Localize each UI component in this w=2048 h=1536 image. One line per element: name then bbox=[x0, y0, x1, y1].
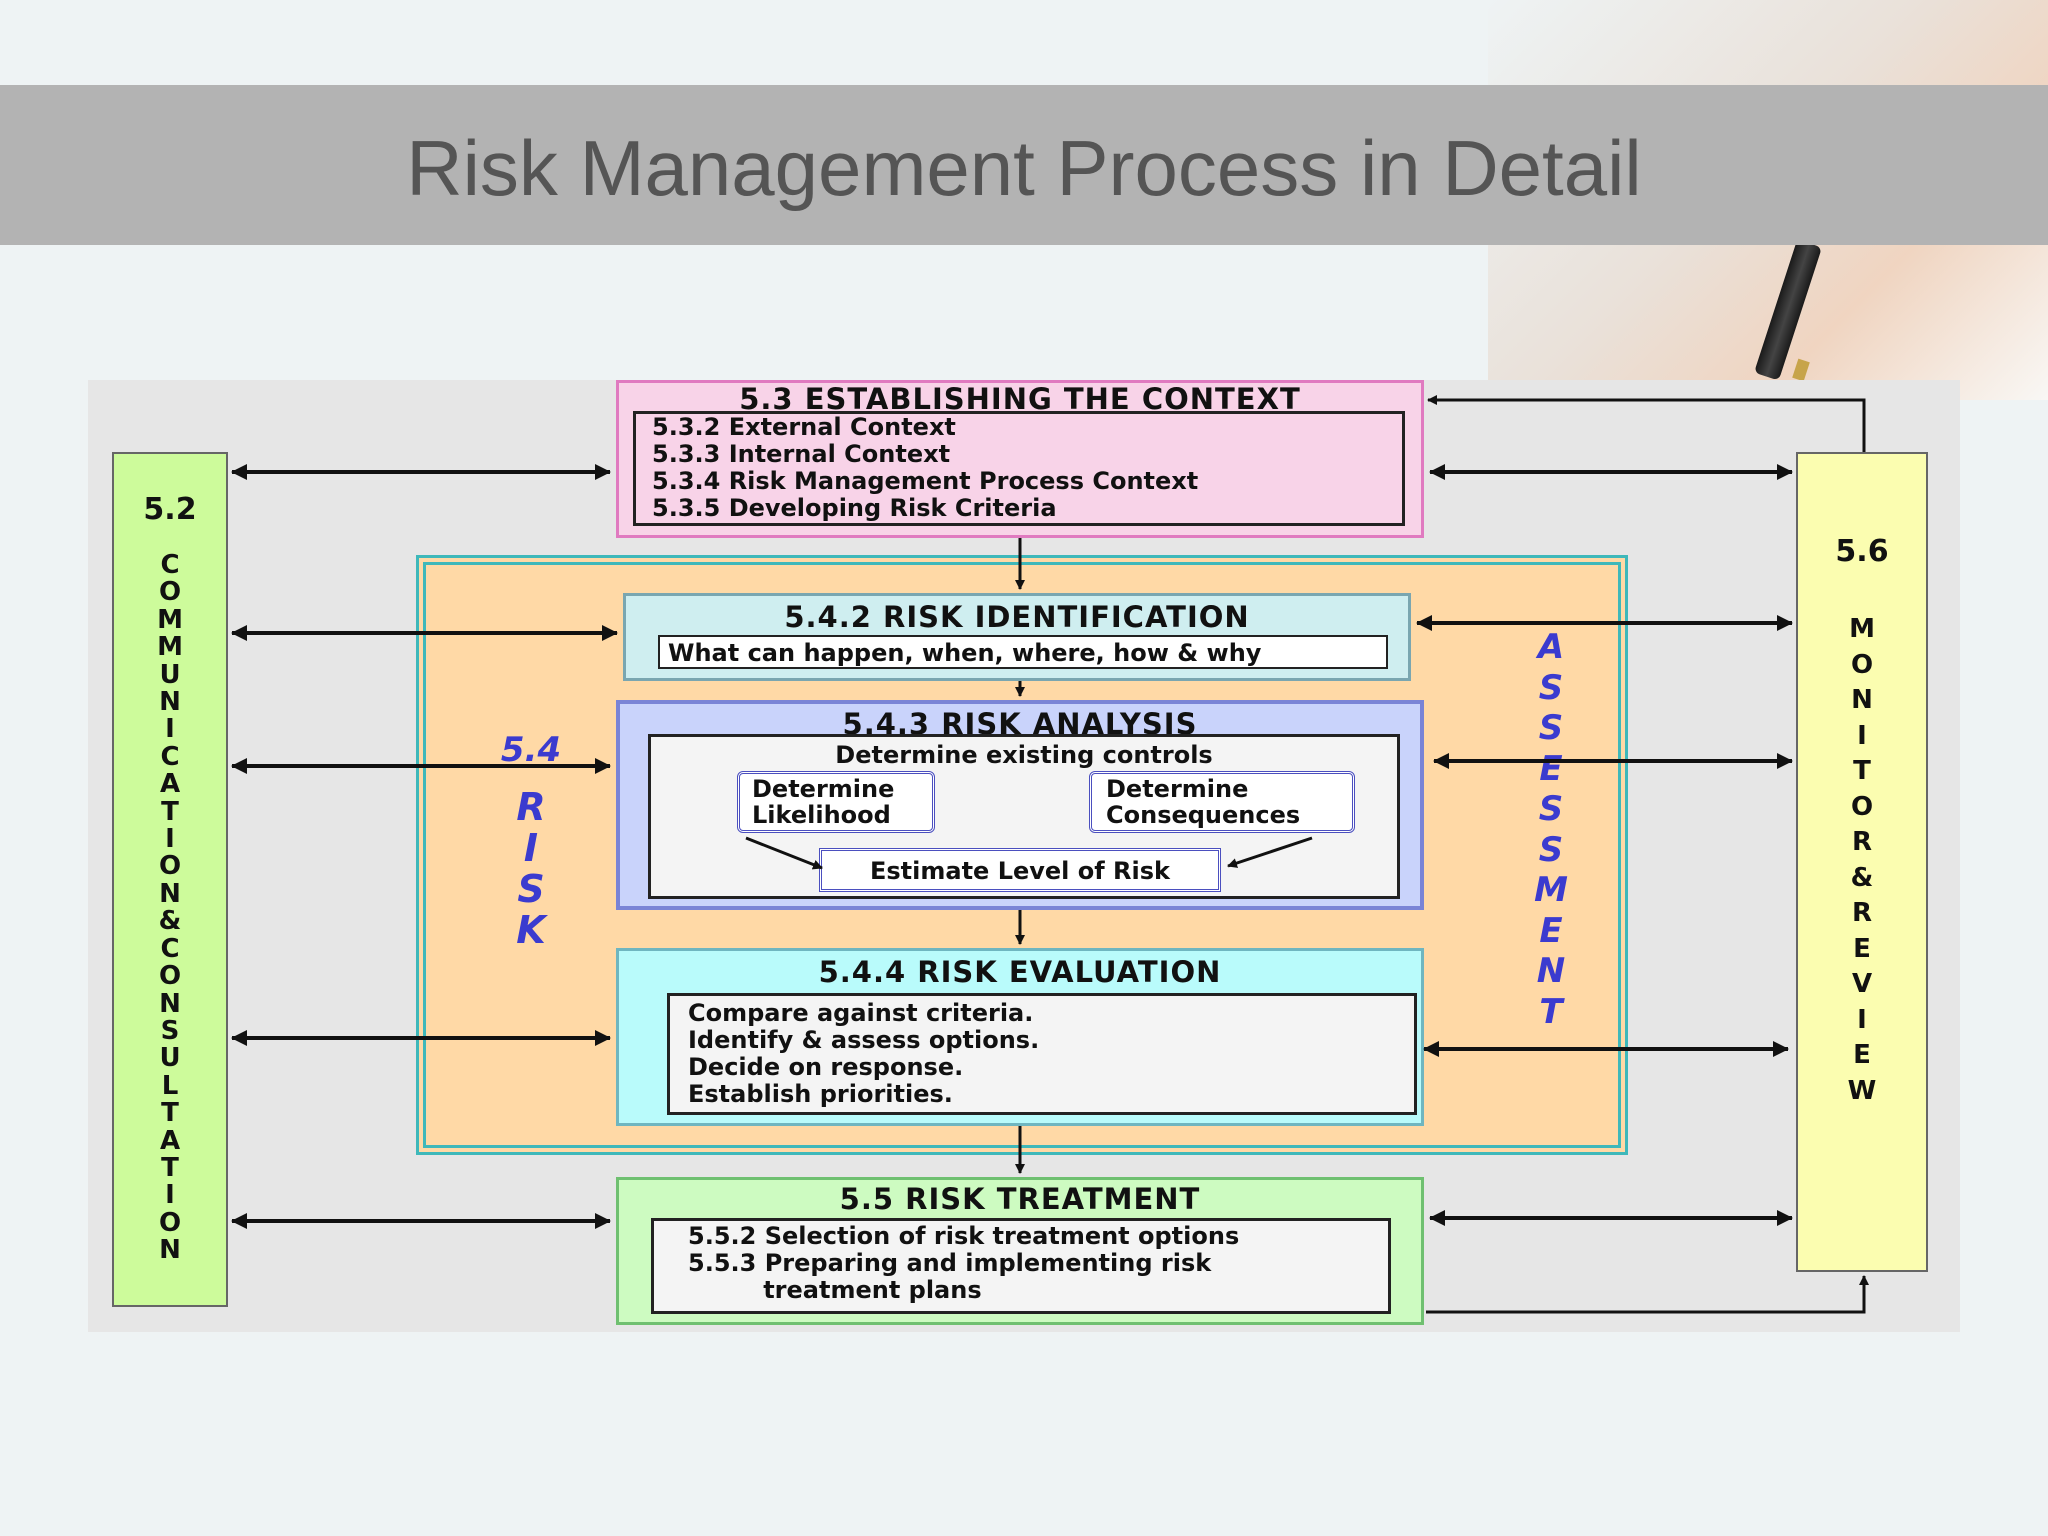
estimate-level-box: Estimate Level of Risk bbox=[819, 848, 1221, 892]
establishing-context-box: 5.3 ESTABLISHING THE CONTEXT 5.3.2 Exter… bbox=[616, 380, 1424, 538]
communication-letter: N bbox=[159, 1235, 181, 1266]
monitor-letter: V bbox=[1851, 969, 1873, 999]
communication-letter: C bbox=[160, 741, 180, 772]
communication-letter: C bbox=[160, 550, 180, 580]
monitor-letter: O bbox=[1850, 791, 1874, 822]
determine-likelihood-box: Determine Likelihood bbox=[737, 771, 935, 833]
assessment-letter: S bbox=[1538, 789, 1564, 829]
treatment-heading: 5.5 RISK TREATMENT bbox=[839, 1182, 1201, 1216]
monitor-letter: R bbox=[1851, 827, 1873, 857]
risk-treatment-box: 5.5 RISK TREATMENT 5.5.2 Selection of ri… bbox=[616, 1177, 1424, 1325]
risk-letter: S bbox=[517, 867, 545, 911]
communication-letter: O bbox=[158, 961, 182, 992]
likelihood-text: Determine Likelihood bbox=[752, 775, 895, 829]
risk-identification-box: 5.4.2 RISK IDENTIFICATION What can happe… bbox=[623, 593, 1411, 681]
assessment-letter: E bbox=[1539, 910, 1563, 951]
slide-title: Risk Management Process in Detail bbox=[406, 124, 1642, 212]
communication-letter: I bbox=[165, 824, 175, 855]
communication-letter: L bbox=[161, 1070, 179, 1101]
assessment-letter: A bbox=[1537, 627, 1565, 667]
communication-letter: N bbox=[159, 988, 181, 1019]
communication-letter: T bbox=[161, 1098, 179, 1129]
connector-arrows bbox=[231, 395, 1869, 1314]
evaluation-details: Compare against criteria. Identify & ass… bbox=[667, 993, 1417, 1115]
communication-number: 5.2 bbox=[143, 492, 197, 527]
assessment-letter: S bbox=[1538, 829, 1564, 870]
consequences-text: Determine Consequences bbox=[1106, 775, 1301, 829]
analysis-details: Determine existing controls Determine Li… bbox=[648, 734, 1400, 899]
communication-letter: M bbox=[157, 632, 183, 663]
analysis-subheading: Determine existing controls bbox=[835, 741, 1213, 769]
treatment-details: 5.5.2 Selection of risk treatment option… bbox=[651, 1218, 1391, 1314]
communication-letter: A bbox=[159, 1125, 181, 1156]
risk-letter: I bbox=[523, 826, 539, 870]
communication-letter: T bbox=[161, 1152, 179, 1183]
monitor-letter: N bbox=[1851, 685, 1873, 715]
assessment-letter: N bbox=[1536, 951, 1566, 991]
communication-letter: O bbox=[158, 577, 182, 608]
identification-heading: 5.4.2 RISK IDENTIFICATION bbox=[784, 600, 1250, 634]
arrow-consequences-estimate bbox=[1227, 836, 1313, 868]
assessment-letter: M bbox=[1534, 870, 1568, 910]
communication-letter: S bbox=[160, 1015, 180, 1046]
communication-letter: U bbox=[159, 1043, 181, 1074]
arrow-likelihood-estimate bbox=[745, 836, 823, 870]
monitor-letter: E bbox=[1853, 1040, 1871, 1070]
communication-letter: C bbox=[160, 933, 180, 964]
assessment-letter: S bbox=[1538, 708, 1564, 748]
arrow-monitor-context-feedback bbox=[1427, 395, 1866, 452]
assessment-letter: T bbox=[1539, 991, 1563, 1032]
risk-letter: K bbox=[516, 908, 546, 952]
risk-letter: R bbox=[516, 785, 546, 829]
monitor-number: 5.6 bbox=[1835, 534, 1889, 569]
communication-letter: N bbox=[159, 878, 181, 909]
evaluation-heading: 5.4.4 RISK EVALUATION bbox=[818, 955, 1222, 989]
monitor-letter: & bbox=[1850, 862, 1874, 893]
assessment-letter: S bbox=[1538, 667, 1564, 708]
communication-letter: I bbox=[165, 1180, 175, 1211]
context-heading: 5.3 ESTABLISHING THE CONTEXT bbox=[739, 382, 1301, 416]
monitor-letter: E bbox=[1853, 933, 1871, 964]
monitor-letter: W bbox=[1847, 1075, 1877, 1106]
risk-analysis-box: 5.4.3 RISK ANALYSIS Determine existing c… bbox=[616, 700, 1424, 910]
evaluation-lines: Compare against criteria. Identify & ass… bbox=[688, 999, 1040, 1108]
identification-text: What can happen, when, where, how & why bbox=[668, 639, 1262, 667]
estimate-text: Estimate Level of Risk bbox=[870, 857, 1170, 885]
monitor-letter: M bbox=[1849, 614, 1875, 644]
identification-question: What can happen, when, where, how & why bbox=[658, 635, 1388, 669]
communication-letter: T bbox=[161, 796, 179, 827]
context-lines: 5.3.2 External Context 5.3.3 Internal Co… bbox=[652, 413, 1199, 522]
communication-letter: N bbox=[159, 687, 181, 718]
title-bar: Risk Management Process in Detail bbox=[0, 85, 2048, 245]
communication-letter: M bbox=[157, 604, 183, 635]
communication-letter: & bbox=[158, 906, 182, 937]
monitor-letter: R bbox=[1851, 898, 1873, 928]
determine-consequences-box: Determine Consequences bbox=[1089, 771, 1355, 833]
arrow-treatment-monitor-feedback bbox=[1426, 1275, 1869, 1314]
communication-letter: U bbox=[159, 659, 181, 690]
risk-evaluation-box: 5.4.4 RISK EVALUATION Compare against cr… bbox=[616, 948, 1424, 1126]
communication-letter: O bbox=[158, 1207, 182, 1238]
communication-letter: I bbox=[165, 714, 175, 745]
monitor-letter: O bbox=[1850, 649, 1874, 680]
communication-letter: O bbox=[158, 851, 182, 882]
monitor-letter: I bbox=[1857, 720, 1867, 751]
context-details: 5.3.2 External Context 5.3.3 Internal Co… bbox=[633, 411, 1405, 526]
monitor-letter: I bbox=[1857, 1004, 1867, 1035]
treatment-lines: 5.5.2 Selection of risk treatment option… bbox=[688, 1222, 1240, 1304]
communication-letter: A bbox=[159, 769, 181, 800]
monitor-letter: T bbox=[1853, 756, 1871, 786]
